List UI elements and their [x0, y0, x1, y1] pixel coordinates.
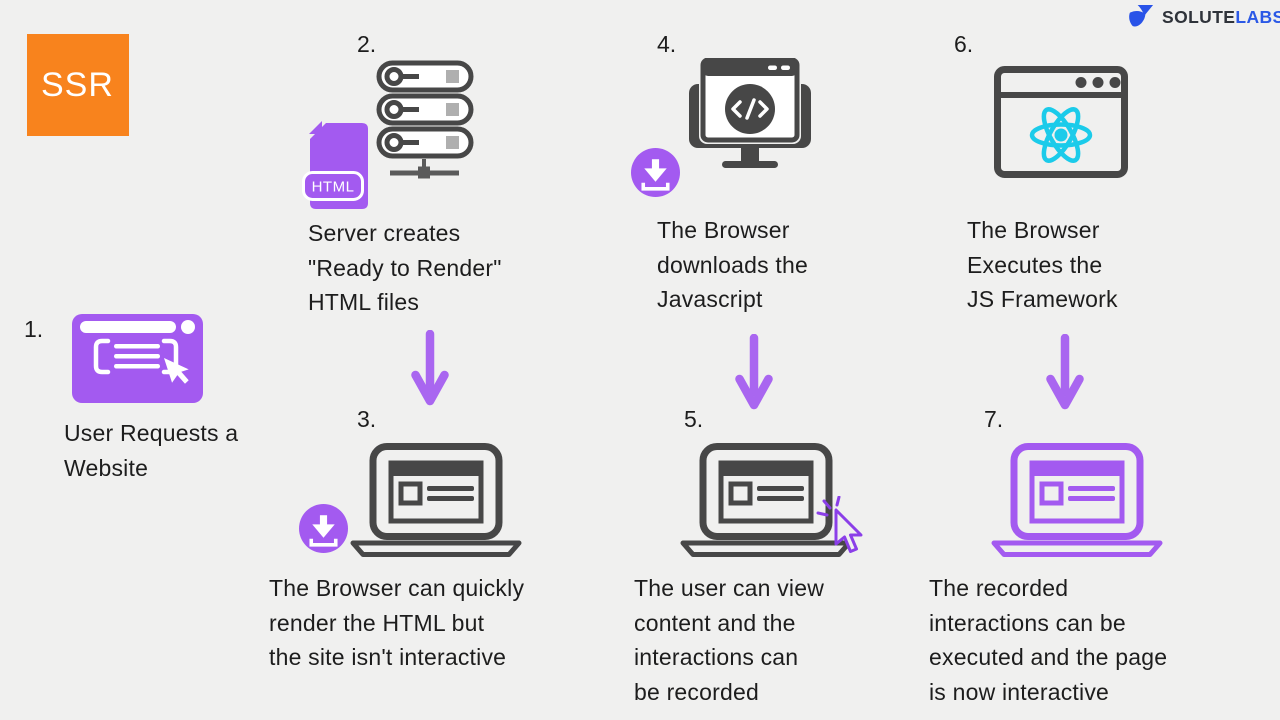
step-4-caption: The Browser downloads the Javascript [657, 217, 808, 312]
html-file-icon: HTML [302, 121, 368, 209]
click-cursor-icon [816, 496, 863, 553]
download-badge-icon [631, 148, 680, 197]
download-badge-icon [299, 504, 348, 553]
step-2-number: 2. [357, 31, 377, 57]
laptop-view-icon [680, 443, 852, 557]
step-5-caption: The user can view content and the intera… [634, 575, 825, 705]
code-brackets-glyph [731, 98, 769, 120]
browser-react-icon [994, 66, 1128, 178]
flow-arrow-down-icon [735, 334, 773, 410]
flow-arrow-down-icon [1046, 334, 1084, 410]
step-5-number: 5. [684, 406, 704, 432]
step-1-number: 1. [24, 316, 44, 342]
react-logo-icon [1029, 107, 1093, 163]
step-7-caption: The recorded interactions can be execute… [929, 575, 1168, 705]
cursor-arrow-glyph [164, 358, 189, 384]
solutelabs-logo-text: SOLUTELABS [1162, 7, 1280, 28]
solutelabs-logo: SOLUTELABS [1128, 4, 1280, 31]
step-3-caption: The Browser can quickly render the HTML … [269, 575, 525, 670]
html-file-label: HTML [312, 179, 355, 196]
ssr-badge: SSR [27, 34, 129, 136]
step-3-number: 3. [357, 406, 377, 432]
step-7-number: 7. [984, 406, 1004, 432]
flow-arrow-down-icon [411, 330, 449, 406]
logo-text-labs: LABS [1235, 7, 1280, 27]
step-2-caption: Server creates "Ready to Render" HTML fi… [308, 220, 502, 315]
solutelabs-logo-icon [1129, 4, 1154, 27]
ssr-badge-label: SSR [41, 65, 114, 104]
laptop-render-icon [350, 443, 522, 557]
laptop-interactive-icon [991, 443, 1163, 557]
server-stack-icon [376, 60, 474, 179]
step-6-caption: The Browser Executes the JS Framework [967, 217, 1118, 312]
step-1-caption: User Requests a Website [64, 420, 239, 481]
logo-text-solute: SOLUTE [1162, 7, 1236, 27]
monitor-code-download-icon [689, 58, 811, 168]
step-6-number: 6. [954, 31, 974, 57]
step-4-number: 4. [657, 31, 677, 57]
website-request-icon [72, 314, 203, 403]
